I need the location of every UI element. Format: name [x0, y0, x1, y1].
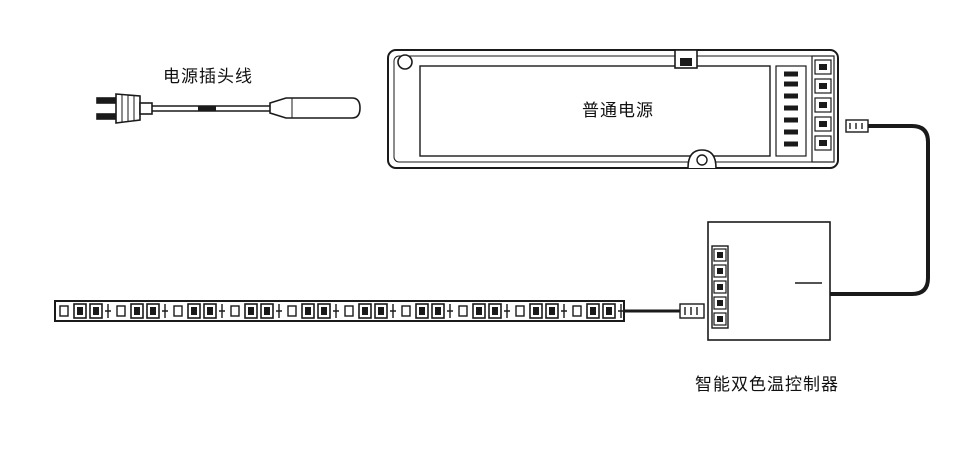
strip-cut-mark — [219, 304, 225, 318]
strip-led-core — [476, 307, 482, 315]
strip-cut-mark — [504, 304, 510, 318]
strip-led-core — [248, 307, 254, 315]
strip-resistor — [344, 305, 354, 317]
strip-cut-mark — [276, 304, 282, 318]
strip-led-core — [191, 307, 197, 315]
plug-prong-bottom — [96, 113, 118, 120]
strip-resistor — [59, 305, 69, 317]
strip-resistor — [230, 305, 240, 317]
strip-led-core — [305, 307, 311, 315]
strip-led-core — [590, 307, 596, 315]
strip-led-core — [93, 307, 99, 315]
power-supply-icon — [387, 49, 839, 169]
strip-led-core — [533, 307, 539, 315]
plug-connector — [269, 97, 361, 119]
strip-led-core — [150, 307, 156, 315]
strip-resistor — [515, 305, 525, 317]
plug-prong-top — [96, 97, 118, 104]
plug-strain-relief — [139, 102, 153, 115]
strip-led-core — [207, 307, 213, 315]
strip-led-core — [435, 307, 441, 315]
psu-output-cable — [830, 119, 930, 296]
psu-mount-hole — [397, 54, 413, 70]
strip-resistor — [401, 305, 411, 317]
strip-cut-mark — [162, 304, 168, 318]
strip-led-core — [362, 307, 368, 315]
power-plug-icon — [96, 93, 361, 124]
strip-led-core — [321, 307, 327, 315]
strip-plug — [679, 303, 705, 319]
strip-resistor — [572, 305, 582, 317]
strip-led-core — [378, 307, 384, 315]
strip-led-core — [606, 307, 612, 315]
strip-resistor — [173, 305, 183, 317]
strip-cut-mark — [618, 304, 624, 318]
strip-resistor — [287, 305, 297, 317]
strip-cut-mark — [333, 304, 339, 318]
led-strip-chips — [59, 303, 624, 319]
psu-label-area — [419, 65, 771, 157]
controller-icon — [707, 221, 831, 341]
strip-cut-mark — [105, 304, 111, 318]
strip-led-core — [419, 307, 425, 315]
strip-led-core — [134, 307, 140, 315]
psu-output-wire — [830, 124, 930, 296]
strip-led-core — [492, 307, 498, 315]
strip-resistor — [116, 305, 126, 317]
strip-resistor — [458, 305, 468, 317]
controller-label: 智能双色温控制器 — [695, 375, 839, 395]
plug-grip — [121, 95, 135, 122]
strip-led-core — [77, 307, 83, 315]
strip-cable — [624, 303, 705, 319]
psu-body — [387, 49, 839, 169]
strip-cut-mark — [447, 304, 453, 318]
psu-brand-strip — [775, 65, 807, 157]
strip-cut-mark — [390, 304, 396, 318]
strip-led-core — [549, 307, 555, 315]
led-strip-icon — [54, 300, 625, 322]
power-supply-label: 普通电源 — [582, 101, 654, 121]
strip-cut-mark — [561, 304, 567, 318]
power-plug-label: 电源插头线 — [163, 67, 253, 87]
strip-led-core — [264, 307, 270, 315]
psu-brand-marks — [784, 71, 798, 147]
plug-cable-mark — [198, 106, 216, 111]
